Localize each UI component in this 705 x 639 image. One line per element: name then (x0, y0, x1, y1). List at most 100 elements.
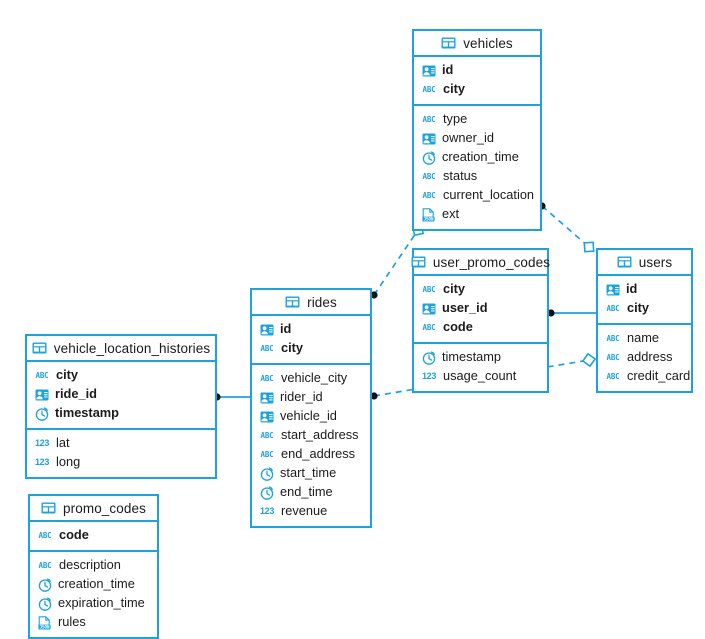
column-name: city (56, 367, 79, 383)
column-name: id (626, 281, 638, 297)
column-name: id (442, 62, 454, 78)
column-name: owner_id (442, 130, 494, 146)
column-row[interactable]: id (414, 61, 540, 80)
column-row[interactable]: expiration_time (30, 594, 157, 613)
column-row[interactable]: end_time (252, 483, 370, 502)
table-title: vehicles (463, 35, 513, 51)
clock-icon (37, 577, 52, 592)
clock-icon (37, 596, 52, 611)
column-row[interactable]: timestamp (414, 348, 547, 367)
svg-text:JSON: JSON (424, 216, 434, 221)
column-name: address (627, 349, 673, 365)
table-grid-icon (617, 255, 632, 270)
json-file-icon: JSON (421, 207, 436, 222)
column-row[interactable]: creation_time (30, 575, 157, 594)
column-name: code (59, 527, 89, 543)
table-header[interactable]: vehicle_location_histories (27, 336, 215, 362)
table-header[interactable]: users (598, 250, 691, 276)
column-name: type (443, 111, 468, 127)
table-header[interactable]: rides (252, 290, 370, 316)
relationship-vehicles-to-users[interactable] (538, 202, 595, 253)
column-row[interactable]: JSON ext (414, 205, 540, 224)
abc-text-icon: ABC (422, 84, 436, 94)
abc-text-icon: ABC (422, 190, 436, 200)
column-name: id (280, 321, 292, 337)
column-name: credit_card (627, 368, 691, 384)
table-header[interactable]: vehicles (414, 31, 540, 57)
column-row[interactable]: vehicle_id (252, 407, 370, 426)
clock-icon (259, 466, 274, 481)
column-row[interactable]: creation_time (414, 148, 540, 167)
column-name: city (443, 281, 466, 297)
column-name: start_address (281, 427, 359, 443)
column-name: ext (442, 206, 460, 222)
column-row[interactable]: user_id (414, 299, 547, 318)
column-row[interactable]: id (598, 280, 691, 299)
abc-text-icon: ABC (606, 303, 620, 313)
column-row[interactable]: ABC type (414, 110, 540, 129)
table-header[interactable]: user_promo_codes (411, 250, 550, 276)
column-row[interactable]: start_time (252, 464, 370, 483)
column-name: creation_time (442, 149, 519, 165)
id-card-icon (421, 63, 436, 78)
svg-text:JSON: JSON (40, 624, 50, 629)
column-row[interactable]: owner_id (414, 129, 540, 148)
column-name: end_address (281, 446, 355, 462)
relationship-vehicle_location_histories-to-rides[interactable] (213, 393, 250, 401)
column-row[interactable]: ride_id (27, 385, 215, 404)
table-grid-icon (41, 501, 56, 516)
column-name: rider_id (280, 389, 323, 405)
column-name: end_time (280, 484, 333, 500)
table-grid-icon (411, 255, 426, 270)
relationship-user_promo_codes-to-users[interactable] (547, 309, 596, 317)
column-row[interactable]: id (252, 320, 370, 339)
table-grid-icon (32, 341, 47, 356)
123-number-icon: 123 (34, 457, 50, 467)
abc-text-icon: ABC (422, 114, 436, 124)
column-name: lat (56, 435, 70, 451)
table-grid-icon (441, 36, 456, 51)
id-card-icon (259, 390, 274, 405)
column-row[interactable]: rider_id (252, 388, 370, 407)
table-title: promo_codes (63, 500, 146, 516)
column-name: user_id (442, 300, 488, 316)
column-name: revenue (281, 503, 328, 519)
table-header[interactable]: promo_codes (30, 496, 157, 522)
column-row[interactable]: timestamp (27, 404, 215, 423)
id-card-icon (259, 409, 274, 424)
